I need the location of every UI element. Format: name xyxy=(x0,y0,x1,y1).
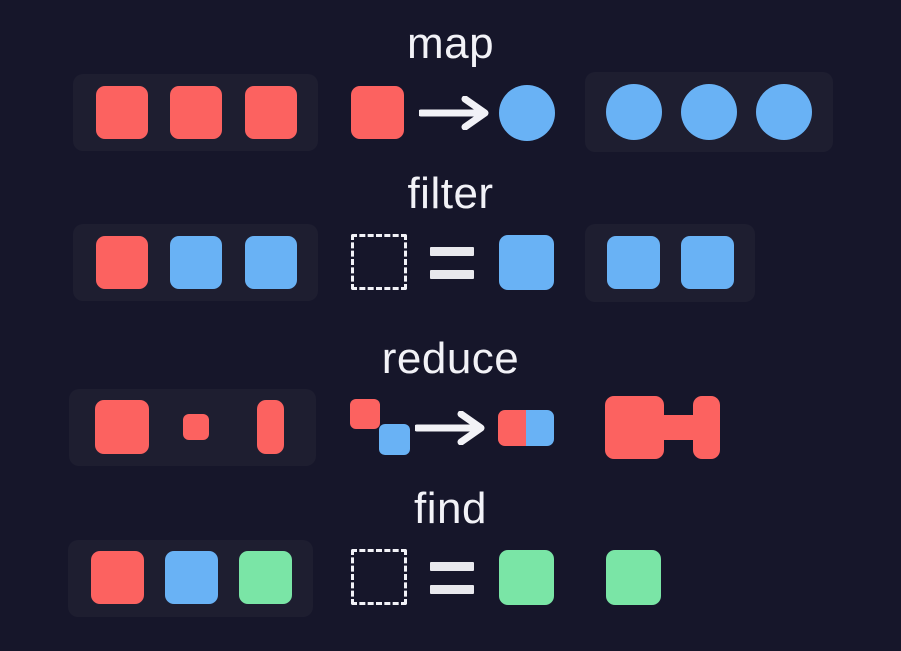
arrow-right-icon-reduce xyxy=(415,411,487,445)
section-title-reduce: reduce xyxy=(381,334,520,383)
arrow-right-icon-map xyxy=(419,96,491,130)
equals-icon-filter xyxy=(430,247,474,279)
map-rule-source-square xyxy=(351,86,404,139)
find-input-square-2 xyxy=(165,551,218,604)
map-output-circle-3 xyxy=(756,84,812,140)
joined-pair-right-half xyxy=(526,410,554,446)
section-title-filter: filter xyxy=(407,169,494,218)
filter-input-square-3 xyxy=(245,236,297,289)
find-input-square-1 xyxy=(91,551,144,604)
filter-output-square-2 xyxy=(681,236,734,289)
equals-icon-find xyxy=(430,562,474,594)
filter-input-square-2 xyxy=(170,236,222,289)
map-rule-target-circle xyxy=(499,85,555,141)
map-input-square-3 xyxy=(245,86,297,139)
find-input-square-3 xyxy=(239,551,292,604)
section-title-find: find xyxy=(414,484,487,533)
filter-output-square-1 xyxy=(607,236,660,289)
reduce-rule-source-blue-square xyxy=(379,424,410,455)
map-output-circle-1 xyxy=(606,84,662,140)
reduce-input-square-tiny xyxy=(183,414,209,440)
find-predicate-match-square xyxy=(499,550,554,605)
joined-pair-left-half xyxy=(498,410,526,446)
map-input-square-1 xyxy=(96,86,148,139)
find-output-square xyxy=(606,550,661,605)
map-input-square-2 xyxy=(170,86,222,139)
reduce-rule-result-joined-pair xyxy=(498,410,554,446)
filter-predicate-match-square xyxy=(499,235,554,290)
reduce-rule-source-red-square xyxy=(350,399,380,429)
filter-input-square-1 xyxy=(96,236,148,289)
reduce-input-rect-tall xyxy=(257,400,284,454)
filter-predicate-placeholder xyxy=(351,234,407,290)
reduce-output-dumbbell xyxy=(605,396,720,459)
map-output-circle-2 xyxy=(681,84,737,140)
section-title-map: map xyxy=(406,19,495,68)
reduce-input-square-large xyxy=(95,400,149,454)
find-predicate-placeholder xyxy=(351,549,407,605)
